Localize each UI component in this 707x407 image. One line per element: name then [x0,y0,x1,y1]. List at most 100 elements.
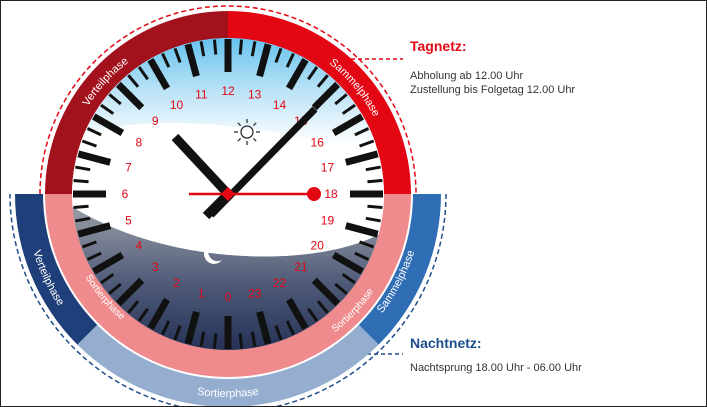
minute-tick [199,331,206,347]
hour-number: 22 [273,276,287,290]
hour-tick [147,297,171,330]
hour-tick [115,277,145,307]
nachtnetz-title: Nachtnetz: [410,335,482,351]
hour-tick [344,150,379,166]
hour-number: 16 [311,136,325,150]
night-ring-dashed-outline [9,193,447,406]
minute-tick [334,282,348,295]
hour-number: 0 [225,290,232,304]
minute-tick [367,178,383,184]
minute-tick [367,204,383,210]
hour-tick [115,81,145,111]
minute-tick [73,204,89,210]
hour-number: 8 [135,136,142,150]
hour-tick [92,251,125,275]
minute-tick [365,216,381,223]
tagnetz-title: Tagnetz: [410,38,467,54]
day-verteilphase-segment [45,11,228,194]
minute-tick [137,307,149,322]
minute-tick [285,320,295,336]
hour-number: 3 [152,260,159,274]
day-sortierphase-left-segment [45,194,228,377]
hour-number: 21 [294,260,308,274]
minute-tick [161,52,171,68]
hour-tick [311,277,341,307]
hour-tick [285,58,309,91]
minute-tick [108,282,122,295]
hour-number: 13 [248,88,262,102]
minute-tick [250,331,257,347]
minute-tick [108,93,122,106]
second-hand-counterweight [307,187,321,201]
hour-tick [285,297,309,330]
hour-number: 18 [324,187,338,201]
minute-tick [173,325,182,341]
night-sortierphase-label: Sortierphase [196,386,259,400]
clock-center-cap [220,186,236,202]
hour-number: 9 [152,114,159,128]
minute-tick [359,240,375,249]
hour-number: 4 [135,239,142,253]
minute-tick [86,251,102,261]
minute-tick [250,41,257,57]
hour-number: 14 [273,98,287,112]
hour-tick [184,310,200,345]
hour-tick [184,43,200,78]
hour-tick [331,113,364,137]
tagnetz-pickup-text: Abholung ab 12.00 Uhr [410,70,524,82]
hour-number: 12 [221,84,235,98]
night-sky [72,204,384,350]
moon-icon [204,244,222,264]
minute-tick [81,139,97,148]
hour-number: 6 [122,187,129,201]
minute-tick [354,251,370,261]
hour-number: 20 [311,239,325,253]
minute-tick [212,333,218,349]
minute-tick [354,127,370,137]
hour-hand [171,133,232,198]
minute-tick [212,39,218,55]
minute-tick [307,66,319,81]
minute-tick [73,178,89,184]
nachtnetz-night-jump-text: Nachtsprung 18.00 Uhr - 06.00 Uhr [410,362,582,374]
day-ring-dashed-outline [39,5,417,195]
minute-tick [316,300,329,314]
minute-tick [274,325,283,341]
minute-tick [238,39,244,55]
minute-tick [307,307,319,322]
hour-number: 10 [170,98,184,112]
minute-tick [86,127,102,137]
minute-tick [365,165,381,172]
minute-tick [161,320,171,336]
minute-tick [341,273,356,285]
minute-tick [199,41,206,57]
night-sortierphase-segment [77,324,379,406]
minute-tick [127,300,140,314]
day-sammelphase-segment [228,11,411,194]
hour-tick [147,58,171,91]
minute-tick [359,139,375,148]
hour-number: 2 [173,276,180,290]
hour-tick [77,150,112,166]
hour-number: 23 [248,286,262,300]
minute-tick [137,66,149,81]
minute-tick [100,103,115,115]
minute-tick [75,165,91,172]
hour-tick [256,310,272,345]
minute-tick [127,74,140,88]
sun-icon [234,119,260,145]
minute-tick [341,103,356,115]
minute-tick [100,273,115,285]
tagnetz-delivery-text: Zustellung bis Folgetag 12.00 Uhr [410,84,576,96]
hour-tick [92,113,125,137]
hour-number: 17 [321,160,335,174]
hour-number: 5 [125,214,132,228]
minute-tick [75,216,91,223]
day-sortierphase-right-segment [228,194,411,377]
minute-tick [173,47,182,63]
minute-tick [238,333,244,349]
hour-tick [311,81,341,111]
minute-tick [316,74,329,88]
